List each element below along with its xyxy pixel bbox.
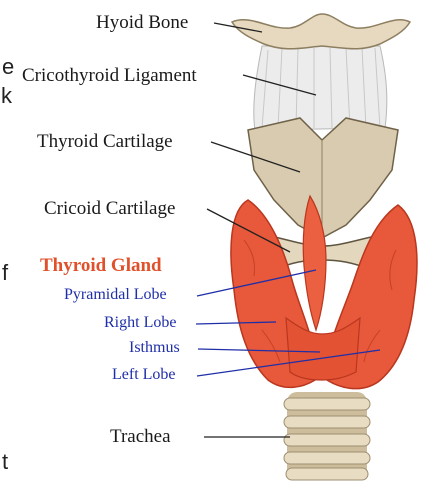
trachea — [284, 392, 370, 480]
pyramidal-lobe-label: Pyramidal Lobe — [64, 287, 167, 303]
cricothyroid-ligament-label: Cricothyroid Ligament — [22, 66, 197, 85]
cricoid-cartilage-label: Cricoid Cartilage — [44, 199, 175, 218]
edge-fragment-e: e — [2, 56, 14, 78]
edge-fragment-k: k — [1, 85, 12, 107]
hyoid-bone-label: Hyoid Bone — [96, 13, 188, 32]
thyroid-gland-label: Thyroid Gland — [40, 256, 162, 275]
thyroid-cartilage — [248, 118, 398, 238]
left-lobe-label: Left Lobe — [112, 367, 176, 383]
edge-fragment-t: t — [2, 451, 8, 473]
trachea-label: Trachea — [110, 427, 171, 446]
thyroid-cartilage-label: Thyroid Cartilage — [37, 132, 173, 151]
right-lobe-label: Right Lobe — [104, 315, 176, 331]
isthmus-label: Isthmus — [129, 340, 180, 356]
edge-fragment-f: f — [2, 262, 8, 284]
isthmus-shape — [286, 318, 360, 380]
cricothyroid-ligament — [254, 46, 387, 130]
